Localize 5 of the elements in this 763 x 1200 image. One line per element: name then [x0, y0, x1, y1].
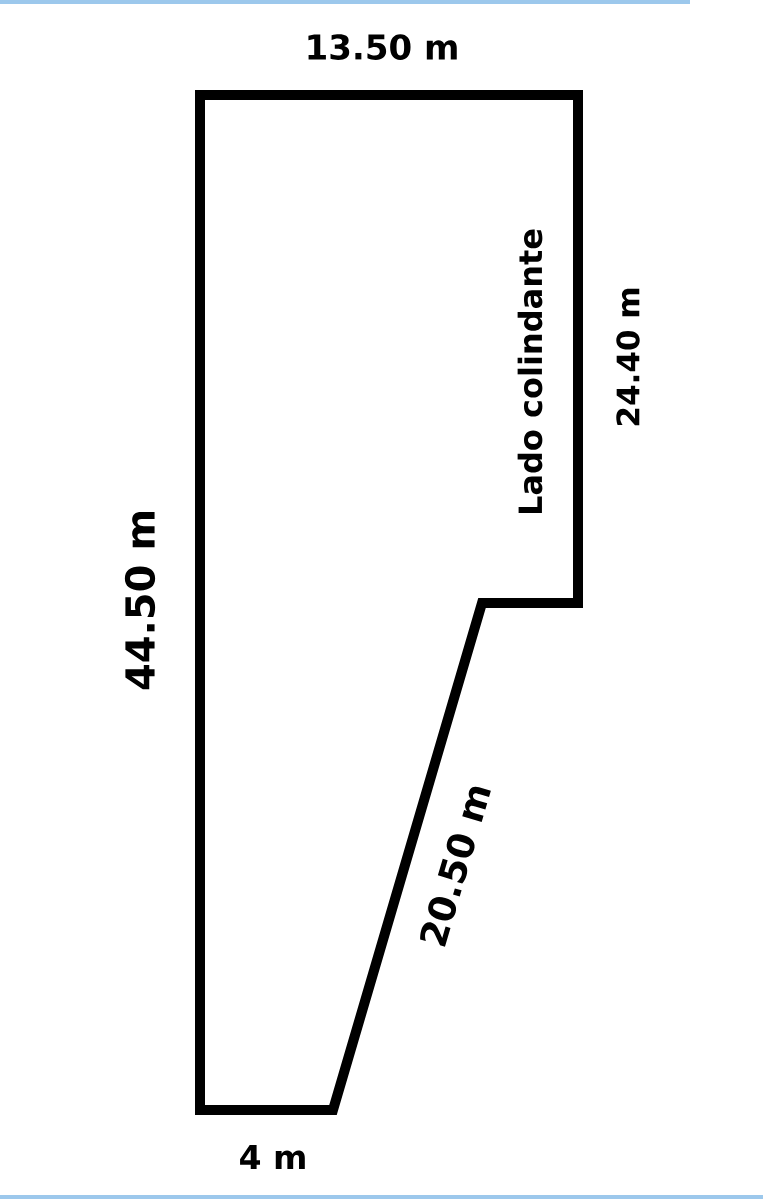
dimension-label: 13.50 m	[308, 34, 457, 60]
dimension-label: 4 m	[240, 1144, 305, 1170]
dimension-label: 24.40 m	[616, 288, 640, 426]
dimension-label: 44.50 m	[124, 512, 156, 690]
dimension-label: 20.50 m	[420, 786, 491, 947]
